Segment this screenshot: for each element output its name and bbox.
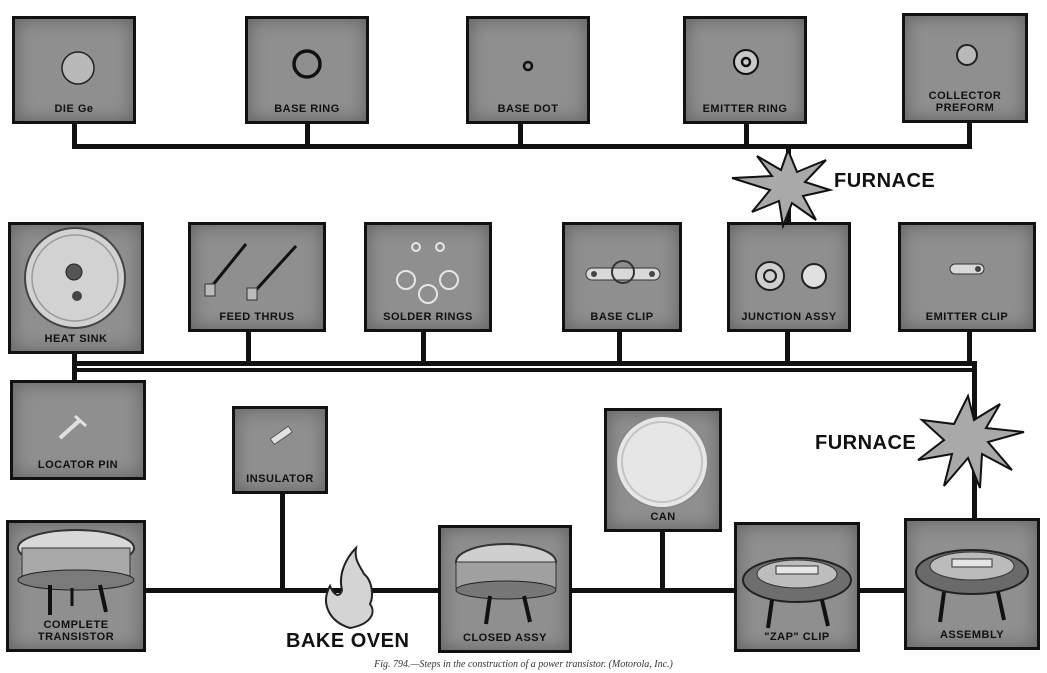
zap-clip-label: "ZAP" CLIP: [764, 631, 830, 643]
emitter-ring-outer-icon: [733, 49, 759, 75]
junction-assy-box: JUNCTION ASSY: [727, 222, 851, 332]
bake-oven-flame-icon: [325, 545, 374, 630]
insulator-label: INSULATOR: [246, 473, 314, 485]
zap-clip-icon: [742, 557, 852, 629]
assembly-label: ASSEMBLY: [939, 629, 1005, 641]
base-clip-icon: [585, 260, 661, 284]
emitter-ring-inner-icon: [740, 56, 752, 68]
row1-drop-emitter-ring: [744, 120, 749, 148]
feed-thrus-label: FEED THRUS: [219, 311, 295, 323]
insulator-box: INSULATOR: [232, 406, 328, 494]
insulator-drop-line: [280, 492, 285, 592]
closed-assy-label: CLOSED ASSY: [463, 632, 547, 644]
base-ring-label: BASE RING: [274, 103, 340, 115]
furnace-2-label: FURNACE: [815, 432, 917, 454]
locator-pin-box: LOCATOR PIN: [10, 380, 146, 480]
junction-disc-center-icon: [763, 269, 777, 283]
emitter-clip-label: EMITTER CLIP: [925, 311, 1009, 323]
die-disc-icon: [61, 51, 95, 85]
row2-drop-emitter-clip: [967, 330, 972, 364]
feed-thru-right-icon: [246, 244, 298, 301]
row1-drop-base-dot: [518, 120, 523, 148]
row2-bus-line: [72, 361, 977, 366]
row2-drop-junction: [785, 330, 790, 364]
base-dot-label: BASE DOT: [497, 103, 559, 115]
row2-bus-lower-line: [72, 368, 977, 372]
row1-drop-collector: [967, 120, 972, 148]
junction-disc-icon: [755, 261, 785, 291]
base-ring-box: BASE RING: [245, 16, 369, 124]
heat-sink-label: HEAT SINK: [44, 333, 108, 345]
row2-drop-solder-rings: [421, 330, 426, 364]
assembly-part-icon: [915, 549, 1029, 623]
emitter-ring-label: EMITTER RING: [702, 103, 788, 115]
heat-sink-center-hole-icon: [65, 263, 83, 281]
emitter-ring-box: EMITTER RING: [683, 16, 807, 124]
heat-sink-hole-icon: [72, 291, 82, 301]
base-clip-label: BASE CLIP: [590, 311, 654, 323]
insulator-part-icon: [269, 425, 294, 446]
closed-assy-icon: [455, 543, 557, 625]
junction-assy-label: JUNCTION ASSY: [741, 311, 837, 323]
junction-ring-icon: [801, 263, 827, 289]
feed-thru-left-icon: [204, 243, 248, 297]
solder-rings-label: SOLDER RINGS: [383, 311, 473, 323]
solder-rings-icon: [396, 242, 459, 304]
can-drop-line: [660, 530, 665, 592]
collector-preform-box: COLLECTOR PREFORM: [902, 13, 1028, 123]
complete-transistor-icon: [17, 529, 135, 615]
locator-pin-label: LOCATOR PIN: [37, 459, 119, 471]
can-label: CAN: [650, 511, 676, 523]
bake-oven-label: BAKE OVEN: [286, 630, 410, 652]
emitter-clip-icon: [949, 263, 985, 275]
furnace-1-label: FURNACE: [834, 170, 936, 192]
can-disc-icon: [615, 415, 709, 509]
base-dot-icon: [522, 60, 534, 72]
emitter-clip-box: EMITTER CLIP: [898, 222, 1036, 332]
figure-caption: Fig. 794.—Steps in the construction of a…: [374, 659, 673, 670]
collector-preform-label: COLLECTOR PREFORM: [928, 90, 1002, 114]
can-rim-icon: [621, 421, 703, 503]
furnace-1-burst-icon: [731, 147, 834, 230]
die-ge-label: DIE Ge: [54, 103, 94, 115]
row2-drop-base-clip: [617, 330, 622, 364]
furnace-2-burst-icon: [917, 393, 1025, 489]
heat-sink-rim-icon: [31, 234, 119, 322]
complete-transistor-label: COMPLETE TRANSISTOR: [37, 619, 115, 643]
feed-thrus-box: FEED THRUS: [188, 222, 326, 332]
row1-drop-base-ring: [305, 120, 310, 148]
row1-drop-die: [72, 120, 77, 148]
row2-drop-feed-thrus: [246, 330, 251, 364]
base-dot-box: BASE DOT: [466, 16, 590, 124]
base-ring-icon: [292, 49, 322, 79]
locator-pin-icon: [58, 414, 88, 440]
collector-preform-icon: [956, 44, 978, 66]
row2-drop-heat-sink: [72, 352, 77, 380]
solder-rings-box: SOLDER RINGS: [364, 222, 492, 332]
